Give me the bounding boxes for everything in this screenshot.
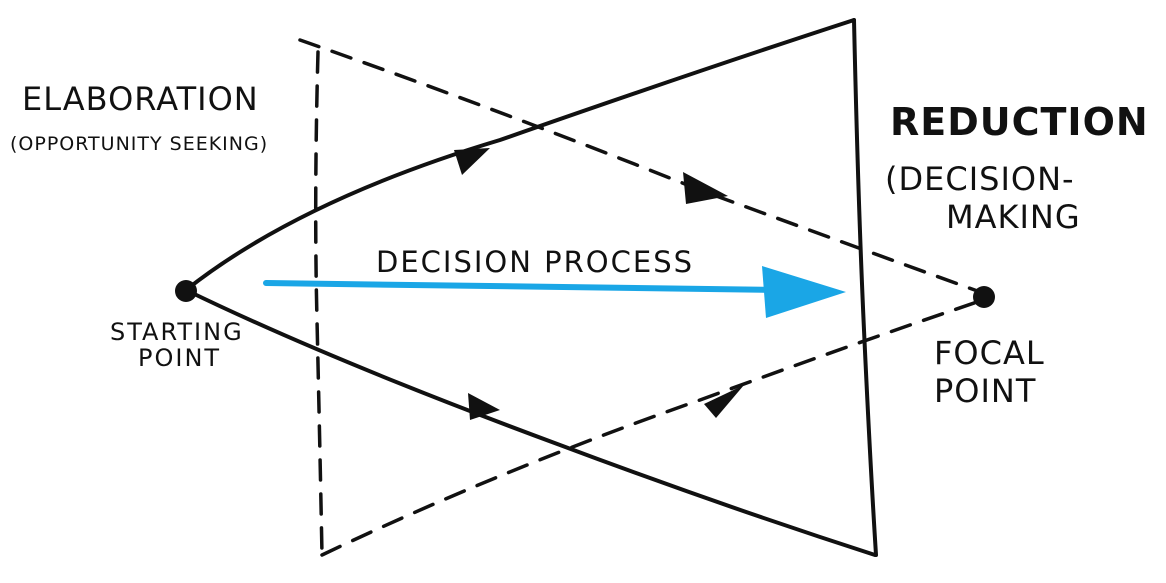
elaboration-right-boundary — [852, 18, 878, 557]
elaboration-subtitle: (OPPORTUNITY SEEKING) — [10, 133, 268, 155]
focal-point-label-line1: FOCAL — [934, 334, 1045, 372]
decision-process-arrow-shaft — [263, 280, 783, 293]
reduction-subtitle-line1: (DECISION- — [885, 160, 1075, 198]
upper-solid-arrowhead — [454, 148, 490, 175]
reduction-title: REDUCTION — [890, 100, 1149, 144]
starting-point-dot — [175, 280, 197, 302]
lower-dashed-arrowhead — [704, 385, 744, 418]
reduction-left-boundary — [313, 50, 324, 557]
reduction-lower-line — [320, 298, 985, 557]
elaboration-upper-line — [184, 18, 856, 292]
focal-point-label-line2: POINT — [934, 372, 1036, 410]
elaboration-title: ELABORATION — [22, 80, 259, 118]
decision-process-label: DECISION PROCESS — [376, 245, 694, 279]
focal-point-dot — [973, 286, 995, 308]
reduction-subtitle-line2: MAKING — [946, 198, 1081, 236]
lower-solid-arrowhead — [468, 393, 500, 420]
starting-point-label-line2: POINT — [138, 344, 221, 372]
decision-process-arrowhead — [762, 266, 846, 318]
upper-dashed-arrowhead — [683, 172, 728, 204]
elaboration-lower-line — [184, 288, 877, 557]
starting-point-label-line1: STARTING — [110, 318, 244, 346]
